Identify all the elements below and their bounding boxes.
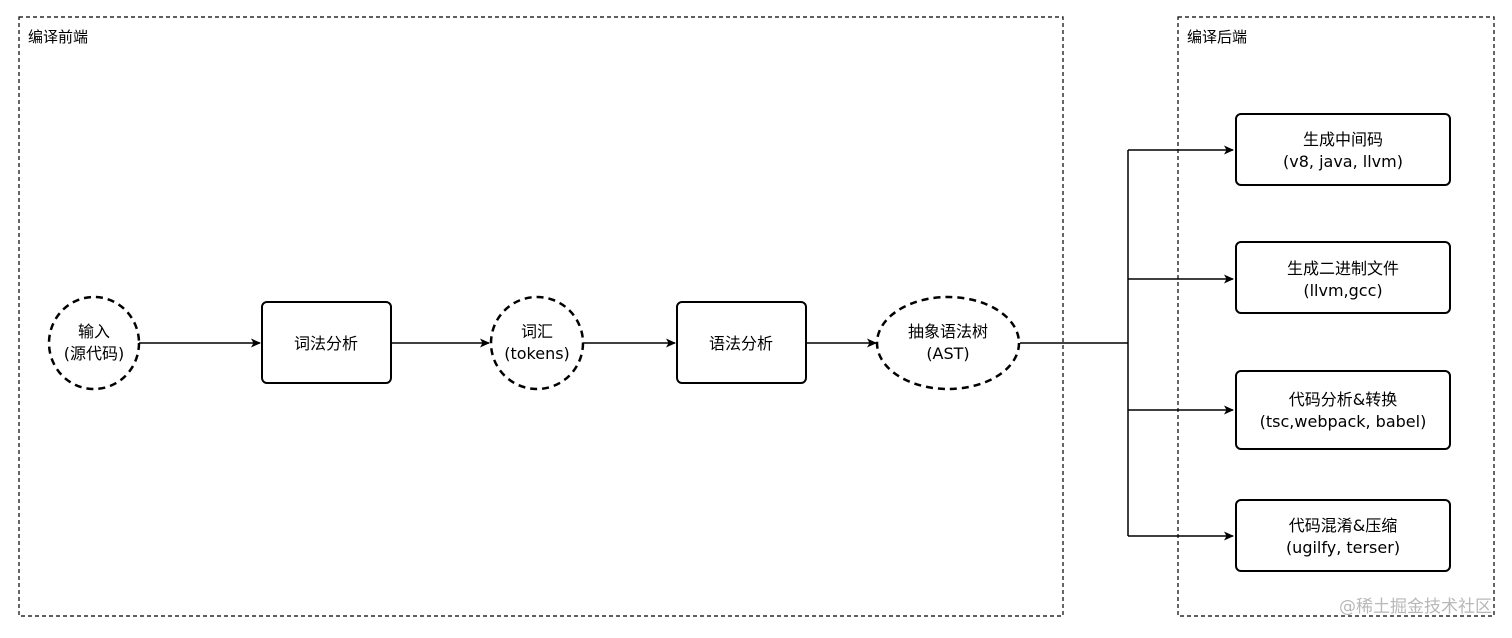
node-parser-label: 语法分析: [709, 334, 773, 353]
backend-group: 编译后端: [1177, 16, 1495, 617]
output-intermediate-title: 生成中间码: [1303, 130, 1383, 149]
output-binary-title: 生成二进制文件: [1287, 259, 1399, 278]
node-input-title: 输入: [78, 322, 110, 341]
output-binary: 生成二进制文件 (llvm,gcc): [1235, 241, 1451, 314]
output-transform-title: 代码分析&转换: [1289, 390, 1397, 409]
node-input: 输入 (源代码): [47, 295, 141, 391]
node-ast-title: 抽象语法树: [908, 322, 988, 341]
node-lexer: 词法分析: [261, 301, 392, 384]
frontend-group: 编译前端: [18, 16, 1064, 617]
node-lexer-label: 词法分析: [294, 334, 358, 353]
output-intermediate-subtitle: (v8, java, llvm): [1283, 152, 1403, 171]
node-tokens-subtitle: (tokens): [504, 344, 570, 363]
node-parser: 语法分析: [676, 301, 807, 384]
watermark: @稀土掘金技术社区: [1339, 597, 1492, 617]
output-transform-subtitle: (tsc,webpack, babel): [1260, 412, 1427, 431]
output-binary-subtitle: (llvm,gcc): [1303, 281, 1382, 300]
node-input-subtitle: (源代码): [64, 344, 125, 363]
node-tokens: 词汇 (tokens): [489, 295, 585, 391]
connectors: [139, 145, 1234, 541]
backend-group-label: 编译后端: [1187, 28, 1247, 46]
output-transform: 代码分析&转换 (tsc,webpack, babel): [1235, 370, 1451, 450]
output-minify-title: 代码混淆&压缩: [1289, 516, 1397, 535]
output-intermediate: 生成中间码 (v8, java, llvm): [1235, 113, 1451, 186]
frontend-group-label: 编译前端: [28, 28, 88, 46]
output-minify-subtitle: (ugilfy, terser): [1286, 538, 1400, 557]
output-minify: 代码混淆&压缩 (ugilfy, terser): [1235, 499, 1451, 572]
node-ast-subtitle: (AST): [926, 344, 969, 363]
node-tokens-title: 词汇: [521, 322, 553, 341]
node-ast: 抽象语法树 (AST): [875, 295, 1021, 391]
